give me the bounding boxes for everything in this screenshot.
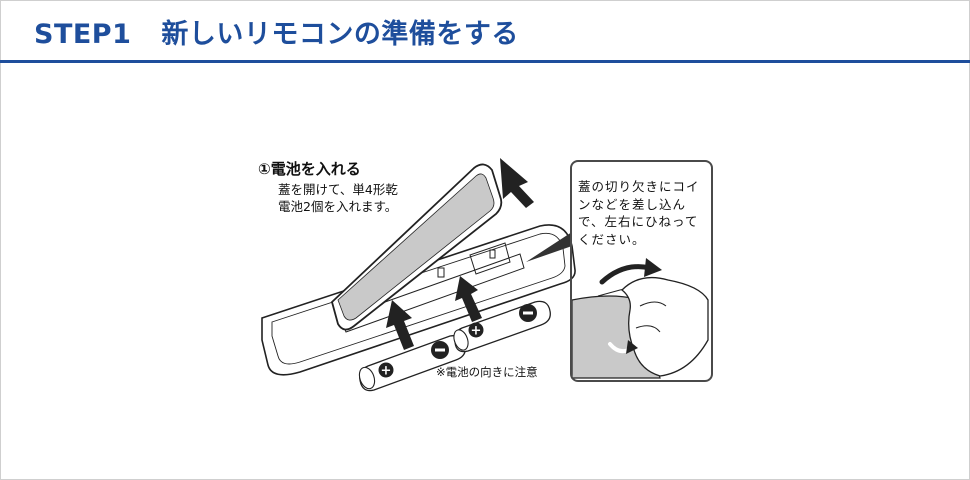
step-title: 新しいリモコンの準備をする <box>161 19 519 50</box>
svg-text:+: + <box>471 324 482 339</box>
callout-pointer <box>526 232 572 262</box>
page-header: STEP1 新しいリモコンの準備をする <box>0 0 970 63</box>
instruction-body: 蓋を開けて、単4形乾電池2個を入れます。 <box>278 182 398 214</box>
instruction-heading: ①電池を入れる <box>258 160 361 178</box>
header-divider <box>0 60 970 63</box>
page-title: STEP1 新しいリモコンの準備をする <box>34 12 519 51</box>
aaa-battery-1: + <box>358 335 466 392</box>
callout-box <box>570 160 713 382</box>
step-label: STEP1 <box>34 19 132 50</box>
open-direction-arrow-icon <box>500 158 534 208</box>
coin-twist-detail <box>571 258 709 379</box>
polarity-note: ※電池の向きに注意 <box>436 365 538 379</box>
insert-arrow-icon <box>386 276 482 350</box>
battery-cover-lid <box>330 163 503 331</box>
svg-text:+: + <box>381 364 392 379</box>
aaa-battery-2: + <box>453 300 551 353</box>
callout-text: 蓋の切り欠きにコインなどを差し込んで、左右にひねってください。 <box>578 179 700 247</box>
